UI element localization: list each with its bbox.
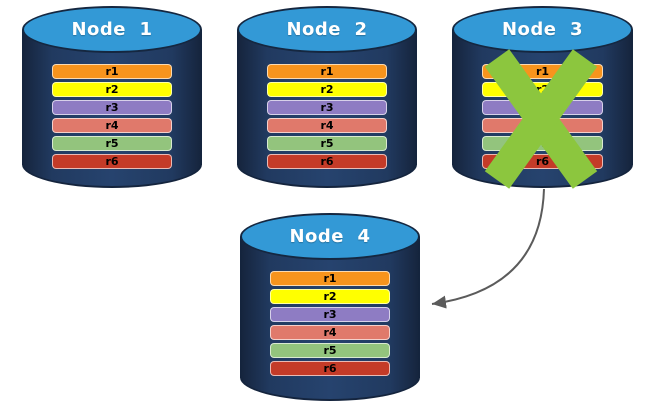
- node-1-rows: r1 r2 r3 r4 r5 r6: [52, 64, 172, 169]
- node-4-cylinder-top: Node 4: [240, 213, 420, 260]
- node-4-row-r5: r5: [270, 343, 390, 358]
- node-2-row-r3: r3: [267, 100, 387, 115]
- node-1-row-r1: r1: [52, 64, 172, 79]
- node-1-cylinder-top: Node 1: [22, 6, 202, 53]
- node-1-row-r6: r6: [52, 154, 172, 169]
- node-4-label: Node 4: [289, 226, 371, 247]
- node-3-cylinder-top: Node 3: [452, 6, 633, 53]
- node-2: r1 r2 r3 r4 r5 r6 Node 2: [237, 6, 417, 188]
- node-1: r1 r2 r3 r4 r5 r6 Node 1: [22, 6, 202, 188]
- node-4-row-r1: r1: [270, 271, 390, 286]
- node-4-row-r2: r2: [270, 289, 390, 304]
- failure-x-icon: [484, 49, 598, 189]
- node-2-label: Node 2: [286, 19, 368, 40]
- node-3: r1 r2 r3 r4 r5 r6 Node 3: [452, 6, 633, 189]
- node-1-row-r3: r3: [52, 100, 172, 115]
- node-2-rows: r1 r2 r3 r4 r5 r6: [267, 64, 387, 169]
- node-1-row-r5: r5: [52, 136, 172, 151]
- node-1-row-r2: r2: [52, 82, 172, 97]
- node-2-row-r5: r5: [267, 136, 387, 151]
- node-2-row-r4: r4: [267, 118, 387, 133]
- node-1-label: Node 1: [71, 19, 153, 40]
- node-4-rows: r1 r2 r3 r4 r5 r6: [270, 271, 390, 376]
- node-4-row-r3: r3: [270, 307, 390, 322]
- node-4: r1 r2 r3 r4 r5 r6 Node 4: [240, 213, 420, 401]
- node-2-cylinder-top: Node 2: [237, 6, 417, 53]
- node-4-row-r6: r6: [270, 361, 390, 376]
- failover-arrow-path: [431, 188, 545, 309]
- node-3-label: Node 3: [501, 19, 584, 40]
- node-1-row-r4: r4: [52, 118, 172, 133]
- node-4-row-r4: r4: [270, 325, 390, 340]
- node-2-row-r6: r6: [267, 154, 387, 169]
- node-2-row-r1: r1: [267, 64, 387, 79]
- node-2-row-r2: r2: [267, 82, 387, 97]
